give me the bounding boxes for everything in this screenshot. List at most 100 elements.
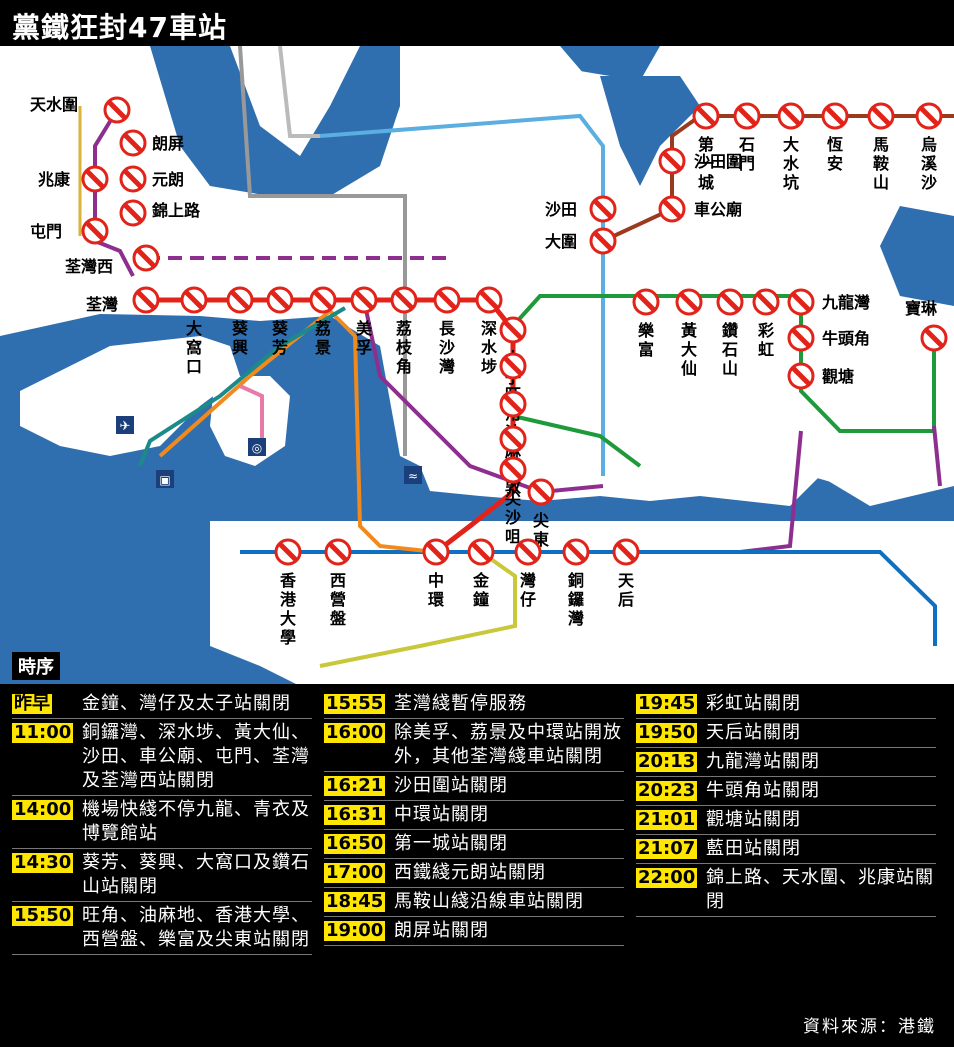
disneyland-icon: ◎ [248,438,266,456]
station-label: 荃灣西 [65,257,113,276]
closed-station-marker: 鑽石山 [716,288,744,378]
closed-station-marker: 荔枝角 [390,286,418,376]
station-label: 第一城 [698,135,714,192]
time-badge: 21:01 [636,809,698,830]
station-label: 大窩口 [186,319,202,376]
event-description: 朗屏站關閉 [394,920,489,941]
closed-station-marker: 大窩口 [180,286,208,376]
station-label: 荃灣 [86,295,118,314]
station-label: 彩虹 [757,321,774,359]
time-badge: 16:50 [324,833,386,854]
event-description: 彩虹站關閉 [706,693,801,714]
closed-station-marker: 尖沙咀 [499,456,527,546]
station-label: 朗屏 [152,134,184,153]
closed-station-marker: 石門 [733,102,761,173]
closed-station-marker: 朗屏 [119,129,184,157]
closed-station-marker: 荃灣 [86,286,160,314]
event-description: 錦上路、天水圍、兆康站關閉 [706,867,934,912]
station-label: 葵興 [232,319,249,357]
event-description: 藍田站關閉 [706,838,801,859]
time-badge: 昨早 [12,693,52,714]
station-label: 黃大仙 [680,321,697,378]
time-badge: 19:45 [636,693,698,714]
closed-station-marker: 觀塘 [787,362,854,390]
station-label: 大圍 [545,232,577,251]
closed-station-marker: 沙田圍 [658,147,742,175]
closed-station-marker: 寶琳 [905,299,948,352]
timeline-label: 時序 [12,652,60,680]
event-description: 中環站關閉 [394,804,489,825]
time-badge: 22:00 [636,867,698,888]
station-label: 元朗 [152,170,184,189]
station-label: 屯門 [30,222,62,241]
event-description: 金鐘、灣仔及太子站關閉 [82,693,291,714]
station-label: 沙田 [545,200,577,219]
timeline-entry: 昨早 金鐘、灣仔及太子站關閉 [12,690,312,719]
closed-station-marker: 錦上路 [119,199,201,227]
closed-station-marker: 香港大學 [274,538,302,647]
event-description: 沙田圍站關閉 [394,775,508,796]
station-label: 深水埗 [481,319,498,376]
station-label: 天后 [618,571,635,609]
closed-station-marker: 屯門 [30,217,109,245]
closed-station-marker: 九龍灣 [787,288,870,316]
ferry-icon: ≈ [404,466,422,484]
closed-station-marker: 恆安 [821,102,849,173]
closed-station-marker: 長沙灣 [433,286,461,376]
page-title: 黨鐵狂封47車站 [12,11,227,44]
station-label: 車公廟 [694,200,742,219]
closed-station-marker: 牛頭角 [787,324,870,352]
event-description: 葵芳、葵興、大窩口及鑽石山站關閉 [82,852,310,897]
time-badge: 20:13 [636,751,698,772]
closed-station-marker: 兆康 [38,165,109,193]
closed-station-marker: 大水坑 [777,102,805,192]
closed-station-marker: 葵興 [226,286,254,357]
closed-station-marker: 美孚 [350,286,378,357]
time-badge: 17:00 [324,862,386,883]
closed-station-marker: 葵芳 [266,286,294,357]
event-description: 除美孚、荔景及中環站開放外，其他荃灣綫車站關閉 [394,722,622,767]
station-label: 九龍灣 [821,293,870,312]
station-label: 銅鑼灣 [568,571,584,628]
timeline-entry: 22:00 錦上路、天水圍、兆康站關閉 [636,864,936,917]
closed-station-marker: 天水圍 [30,95,131,124]
station-label: 西營盤 [330,571,347,628]
station-label: 荔景 [314,319,331,357]
svg-text:◎: ◎ [252,441,262,455]
station-label: 長沙灣 [439,319,456,376]
time-badge: 19:50 [636,722,698,743]
station-label: 寶琳 [905,299,938,318]
closed-station-marker: 荔景 [309,286,337,357]
event-description: 牛頭角站關閉 [706,780,820,801]
event-description: 九龍灣站關閉 [706,751,820,772]
station-label: 牛頭角 [822,329,870,348]
airport-icon: ✈ [116,416,134,434]
timeline-entry: 20:13 九龍灣站關閉 [636,748,936,777]
station-label: 葵芳 [272,319,289,357]
expo-icon: ▣ [156,470,174,488]
title-bar: 黨鐵狂封47車站 [0,0,954,46]
station-label: 荔枝角 [395,319,413,376]
station-label: 兆康 [38,170,71,189]
timeline-entry: 14:30 葵芳、葵興、大窩口及鑽石山站關閉 [12,849,312,902]
time-badge: 14:30 [12,852,74,873]
svg-text:≈: ≈ [408,469,418,483]
station-label: 馬鞍山 [873,135,889,192]
event-description: 機場快綫不停九龍、青衣及博覽館站 [82,799,310,844]
closed-station-marker: 中環 [422,538,450,609]
closed-station-marker: 荃灣西 [65,244,160,276]
closed-station-marker: 彩虹 [752,288,780,359]
time-badge: 15:55 [324,693,386,714]
closed-station-marker: 沙田 [545,195,617,223]
